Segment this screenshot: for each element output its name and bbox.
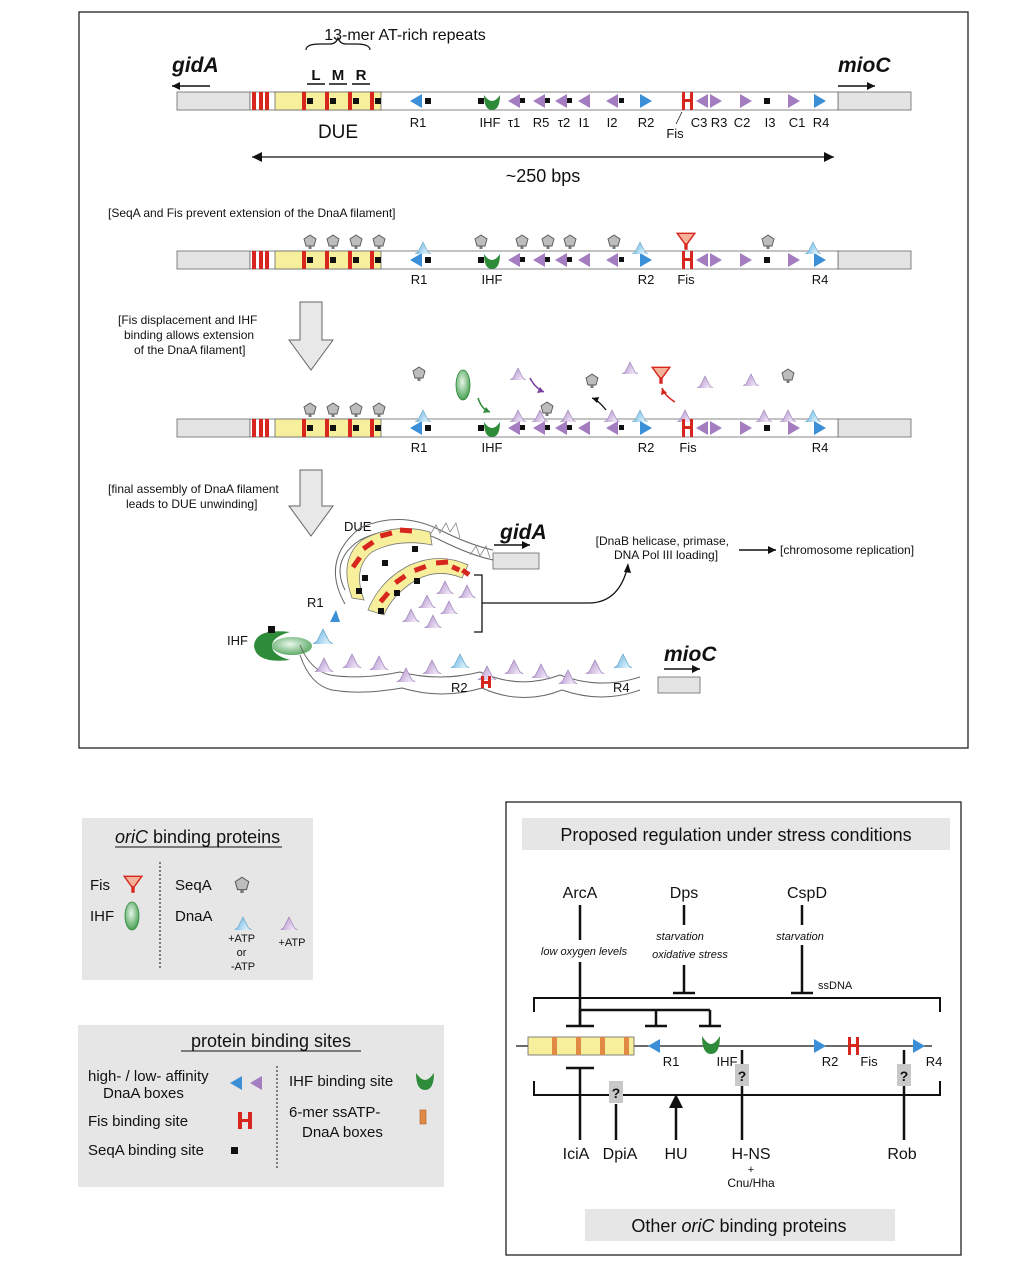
stress-title: Proposed regulation under stress conditi… xyxy=(560,825,911,845)
legend-dnaa: DnaA xyxy=(175,908,213,925)
stress-ihf: IHF xyxy=(717,1054,738,1069)
step1-text: [SeqA and Fis prevent extension of the D… xyxy=(108,206,396,220)
row1-label-r5: R5 xyxy=(533,115,550,130)
row1-label-r3: R3 xyxy=(711,115,728,130)
stress-fis: Fis xyxy=(860,1054,878,1069)
repeats-brace xyxy=(305,36,371,51)
row1-label-r1: R1 xyxy=(410,115,427,130)
q-dpia: ? xyxy=(612,1085,621,1101)
stress-r4: R4 xyxy=(926,1054,943,1069)
q-rob: ? xyxy=(900,1068,909,1084)
row2-r1: R1 xyxy=(411,272,428,287)
repeat-r: R xyxy=(356,67,367,84)
row1-label-c3: C3 xyxy=(691,115,708,130)
ssdna-label: ssDNA xyxy=(818,980,853,992)
row1-label-c2: C2 xyxy=(734,115,751,130)
legend-proteins-title: oriC binding proteins xyxy=(115,827,280,847)
stress-r2: R2 xyxy=(822,1054,839,1069)
row4-ihf: IHF xyxy=(227,633,248,648)
step3-text: [final assembly of DnaA filament leads t… xyxy=(108,482,282,511)
row1-label-i2: I2 xyxy=(607,115,618,130)
row1-label-c1: C1 xyxy=(789,115,806,130)
mioc-label-2: mioC xyxy=(664,643,717,666)
due-label: DUE xyxy=(318,122,358,143)
row2-fis: Fis xyxy=(677,272,695,287)
row3-ihf: IHF xyxy=(482,440,503,455)
q-hns: ? xyxy=(738,1068,747,1084)
oxidative-label: oxidative stress xyxy=(652,949,728,961)
row3-r2: R2 xyxy=(638,440,655,455)
row4-r2: R2 xyxy=(451,680,468,695)
row3-fis: Fis xyxy=(679,440,697,455)
oric-map-row1: 13-mer AT-rich repeats L M R gidA mioC D… xyxy=(171,27,912,186)
legend-ihf: IHF xyxy=(90,908,114,925)
oric-map-row3: R1 IHF R2 Fis R4 xyxy=(176,361,912,455)
mioc-label: mioC xyxy=(838,54,891,77)
row3-r4: R4 xyxy=(812,440,829,455)
starvation-label: starvation xyxy=(656,931,704,943)
row1-label-r2: R2 xyxy=(638,115,655,130)
rob-label: Rob xyxy=(887,1146,916,1163)
legend-atp: +ATP xyxy=(278,937,305,949)
length-label: ~250 bps xyxy=(506,166,581,186)
top-panel-frame xyxy=(78,11,969,749)
dpia-label: DpiA xyxy=(603,1146,638,1163)
row1-label-fis: Fis xyxy=(666,126,684,141)
hns-label: H-NS xyxy=(731,1146,770,1163)
row1-label-i3: I3 xyxy=(765,115,776,130)
hu-label: HU xyxy=(664,1146,687,1163)
due-label-2: DUE xyxy=(344,519,372,534)
legend-fis-site: Fis binding site xyxy=(88,1113,188,1130)
row2-r2: R2 xyxy=(638,272,655,287)
cnu-label: Cnu/Hha xyxy=(727,1176,775,1190)
legend-dnaa-boxes: high- / low- affinity DnaA boxes xyxy=(88,1068,213,1102)
row4-r1: R1 xyxy=(307,595,324,610)
step2-text: [Fis displacement and IHF binding allows… xyxy=(118,313,261,357)
repeat-l: L xyxy=(311,67,320,84)
legend-sites: protein binding sites high- / low- affin… xyxy=(78,1025,444,1187)
other-proteins-title: Other oriC binding proteins xyxy=(631,1216,846,1236)
row3-r1: R1 xyxy=(411,440,428,455)
gida-label: gidA xyxy=(171,54,219,77)
repeats-title: 13-mer AT-rich repeats xyxy=(324,27,486,44)
dps-label: Dps xyxy=(670,885,698,902)
legend-proteins: oriC binding proteins Fis IHF SeqA DnaA … xyxy=(82,818,313,980)
row2-ihf: IHF xyxy=(482,272,503,287)
arca-label: ArcA xyxy=(563,885,598,902)
starvation2-label: starvation xyxy=(776,931,824,943)
row1-label-i1: I1 xyxy=(579,115,590,130)
row1-label-ihf: IHF xyxy=(480,115,501,130)
icia-label: IciA xyxy=(563,1146,590,1163)
legend-seqa-site: SeqA binding site xyxy=(88,1142,204,1159)
legend-seqa: SeqA xyxy=(175,877,212,894)
low-oxygen-label: low oxygen levels xyxy=(541,946,628,958)
unwound-oric: DUE gidA R1 IHF xyxy=(227,519,717,698)
loading-text: [DnaB helicase, primase, DNA Pol III loa… xyxy=(596,534,733,562)
row1-label-tau1: τ1 xyxy=(508,115,520,130)
replication-text: [chromosome replication] xyxy=(780,543,914,557)
legend-ssatp: 6-mer ssATP- DnaA boxes xyxy=(289,1104,385,1141)
step-arrows xyxy=(288,301,334,537)
hns-plus: + xyxy=(748,1164,754,1176)
stress-r1: R1 xyxy=(663,1054,680,1069)
repeat-m: M xyxy=(332,67,345,84)
row1-label-tau2: τ2 xyxy=(558,115,570,130)
row1-label-r4: R4 xyxy=(813,115,830,130)
stress-panel: Proposed regulation under stress conditi… xyxy=(505,801,962,1256)
row4-r4: R4 xyxy=(613,680,630,695)
legend-sites-title: protein binding sites xyxy=(191,1031,351,1051)
row2-r4: R4 xyxy=(812,272,829,287)
gida-label-2: gidA xyxy=(499,521,547,544)
oric-map-row2: [SeqA and Fis prevent extension of the D… xyxy=(108,206,912,287)
legend-ihf-site: IHF binding site xyxy=(289,1073,393,1090)
legend-atp-or: +ATP or -ATP xyxy=(228,933,258,973)
legend-fis: Fis xyxy=(90,877,110,894)
cspd-label: CspD xyxy=(787,885,827,902)
